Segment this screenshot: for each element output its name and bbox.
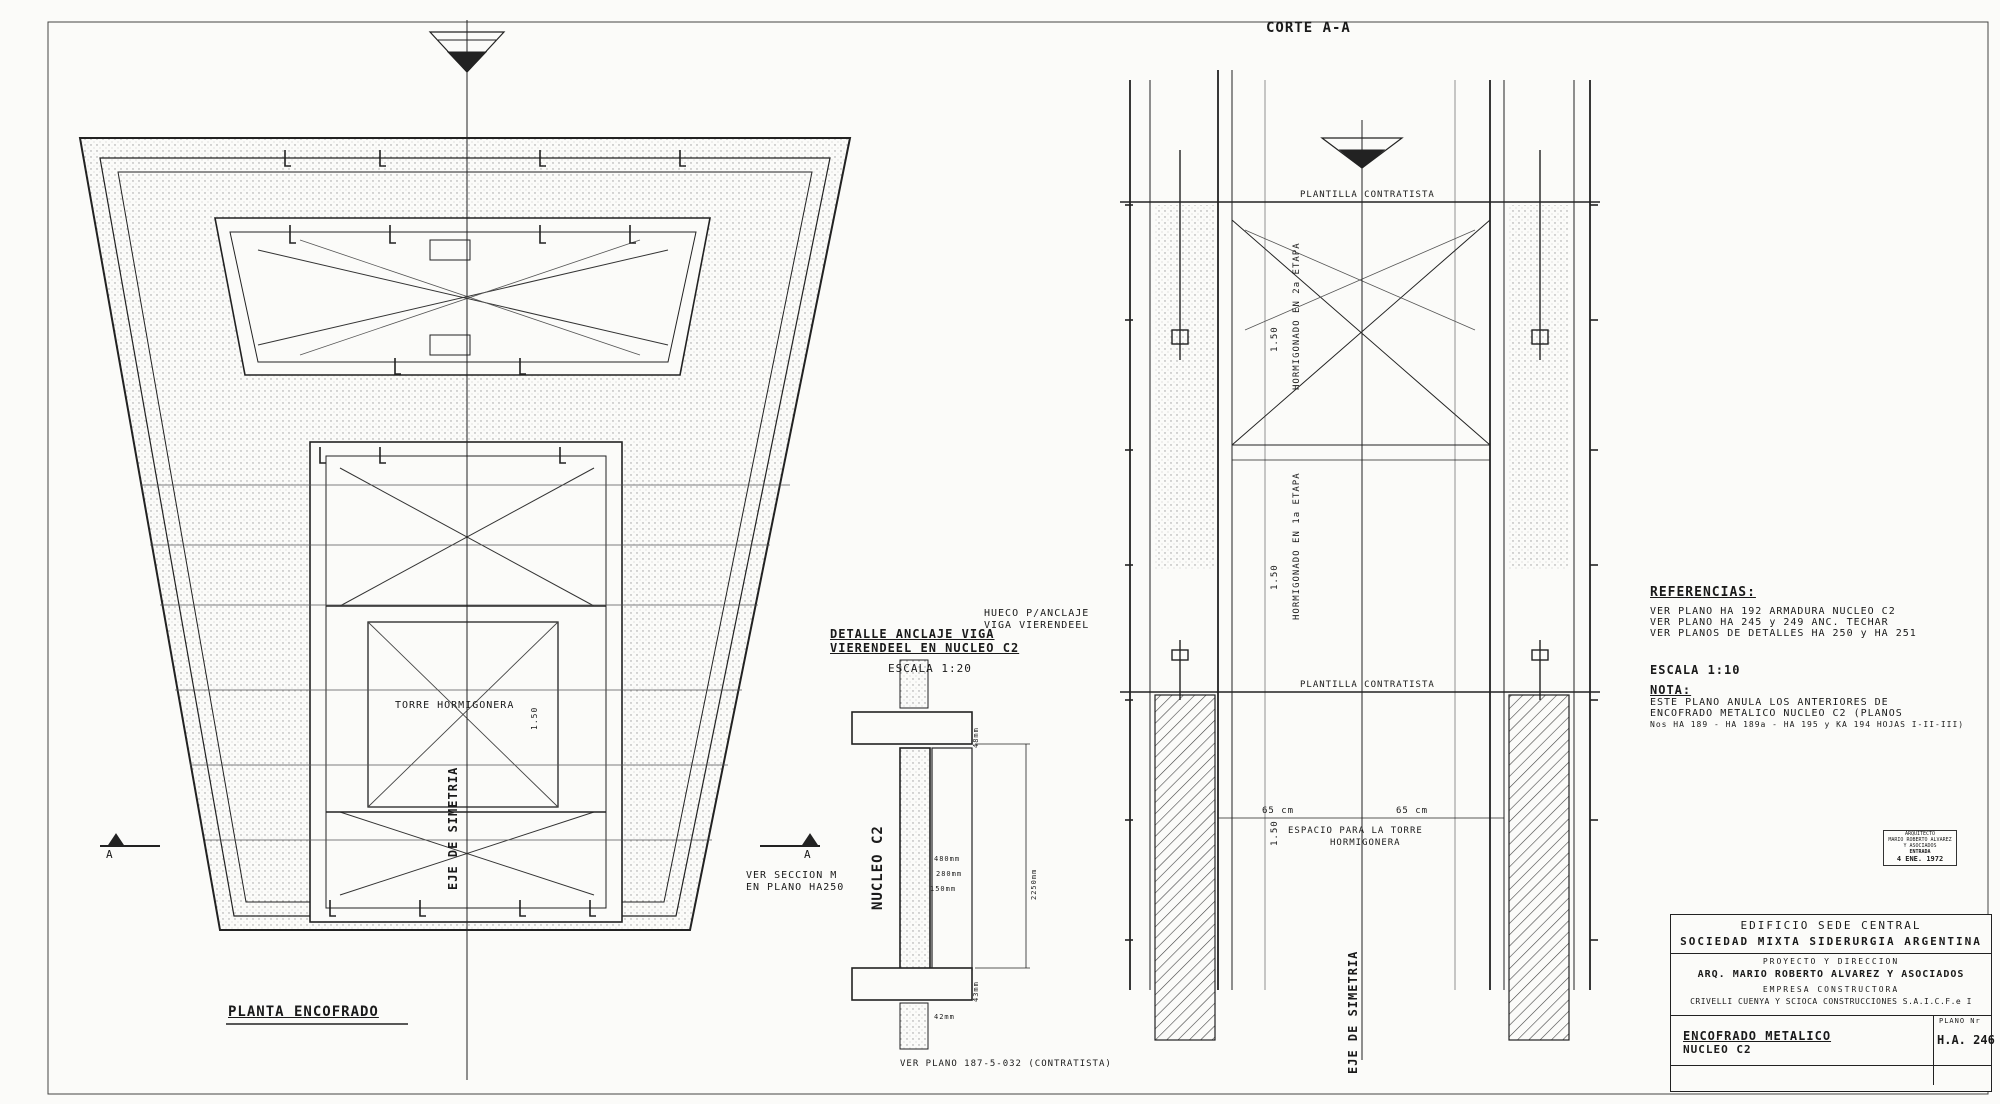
references-heading: REFERENCIAS:	[1650, 585, 1756, 600]
detail-dim-6: 42mm	[934, 1013, 955, 1021]
detail-dim-2: 43mm	[972, 981, 980, 1002]
section-dim-right: 65 cm	[1396, 806, 1429, 816]
section-dim-150-b: 1.50	[1270, 564, 1280, 590]
detail-scale: ESCALA 1:20	[888, 662, 972, 675]
section-marker-left-icon	[100, 833, 160, 847]
note-heading: NOTA:	[1650, 683, 1692, 697]
section-dim-150-a: 1.50	[1270, 326, 1280, 352]
detail-dim-3: 480mm	[934, 855, 961, 863]
plan-axis-label: EJE DE SIMETRIA	[446, 766, 460, 890]
plan-drawing	[78, 20, 852, 1080]
reference-line: VER PLANOS DE DETALLES HA 250 y HA 251	[1650, 628, 1917, 639]
reference-line: VER PLANO HA 192 ARMADURA NUCLEO C2	[1650, 606, 1896, 617]
section-drawing	[1120, 70, 1600, 1060]
note-line: ESTE PLANO ANULA LOS ANTERIORES DE	[1650, 697, 1889, 708]
detail-core-label: NUCLEO C2	[870, 825, 886, 910]
references-scale: ESCALA 1:10	[1650, 663, 1741, 677]
section-marker-left-label: A	[106, 848, 114, 861]
section-title: CORTE A-A	[1266, 20, 1351, 36]
title-sheet-line-1: ENCOFRADO METALICO	[1683, 1029, 1832, 1043]
detail-drawing	[851, 659, 1030, 1050]
title-architect: ARQ. MARIO ROBERTO ALVAREZ Y ASOCIADOS	[1697, 969, 1965, 980]
plan-dim-150: 1.50	[530, 706, 539, 730]
stamp-line-4: ENTRADA	[1909, 849, 1931, 855]
section-stage1-label: HORMIGONADO EN 1a ETAPA	[1292, 472, 1302, 620]
title-building: EDIFICIO SEDE CENTRAL	[1740, 919, 1922, 932]
section-top-marker-icon	[1320, 137, 1404, 169]
detail-hole-note-1: HUECO P/ANCLAJE	[984, 608, 1090, 619]
title-project-label: PROYECTO Y DIRECCION	[1762, 957, 1900, 966]
section-axis-label: EJE DE SIMETRIA	[1346, 950, 1360, 1074]
title-client: SOCIEDAD MIXTA SIDERURGIA ARGENTINA	[1680, 935, 1982, 948]
section-stage2-label: HORMIGONADO EN 2a ETAPA	[1292, 242, 1302, 390]
section-plantilla-top: PLANTILLA CONTRATISTA	[1300, 190, 1435, 200]
entry-stamp: ARQUITECTO MARIO ROBERTO ALVAREZ Y ASOCI…	[1883, 830, 1957, 866]
detail-dim-4: 280mm	[936, 870, 963, 878]
detail-hole-note-2: VIGA VIERENDEEL	[984, 620, 1090, 631]
section-space-note-2: HORMIGONERA	[1330, 838, 1401, 848]
plan-number: H.A. 246	[1937, 1033, 1995, 1047]
detail-dim-5: 150mm	[930, 885, 957, 893]
see-section-line-1: VER SECCION M	[746, 870, 838, 881]
references-block: REFERENCIAS: VER PLANO HA 192 ARMADURA N…	[1650, 585, 1965, 730]
section-marker-right-label: A	[804, 848, 812, 861]
section-plantilla-mid: PLANTILLA CONTRATISTA	[1300, 680, 1435, 690]
tower-label: TORRE HORMIGONERA	[395, 700, 515, 711]
title-sheet-line-2: NUCLEO C2	[1683, 1043, 1752, 1056]
detail-dim-0: 48mm	[972, 727, 980, 748]
detail-dim-1: 2250mm	[1030, 868, 1038, 900]
stamp-line-1: ARQUITECTO	[1904, 831, 1936, 837]
section-marker-right-icon	[760, 833, 820, 847]
reference-line: VER PLANO HA 245 y 249 ANC. TECHAR	[1650, 617, 1889, 628]
section-dim-150-c: 1.50	[1270, 820, 1280, 846]
section-space-note-1: ESPACIO PARA LA TORRE	[1288, 826, 1423, 836]
section-dim-left: 65 cm	[1262, 806, 1295, 816]
stamp-line-3: Y ASOCIADOS	[1903, 843, 1937, 849]
see-section-line-2: EN PLANO HA250	[746, 882, 845, 893]
note-line: ENCOFRADO METALICO NUCLEO C2 (PLANOS	[1650, 708, 1903, 719]
stamp-line-2: MARIO ROBERTO ALVAREZ	[1888, 837, 1952, 843]
title-block: EDIFICIO SEDE CENTRAL SOCIEDAD MIXTA SID…	[1670, 914, 1995, 1092]
detail-title-line-1: DETALLE ANCLAJE VIGA	[830, 627, 995, 641]
detail-see-plan: VER PLANO 187-5-032 (CONTRATISTA)	[900, 1059, 1112, 1069]
north-arrow-icon	[428, 31, 506, 73]
title-company-label: EMPRESA CONSTRUCTORA	[1762, 985, 1900, 994]
plan-number-label: PLANO Nr	[1939, 1017, 1981, 1025]
detail-title-line-2: VIERENDEEL EN NUCLEO C2	[830, 641, 1020, 655]
note-line: Nos HA 189 - HA 189a - HA 195 y KA 194 H…	[1650, 720, 1965, 729]
plan-title: PLANTA ENCOFRADO	[228, 1004, 379, 1020]
stamp-date: 4 ENE. 1972	[1896, 855, 1944, 863]
title-contractor: CRIVELLI CUENYA Y SCIOCA CONSTRUCCIONES …	[1690, 997, 1972, 1006]
